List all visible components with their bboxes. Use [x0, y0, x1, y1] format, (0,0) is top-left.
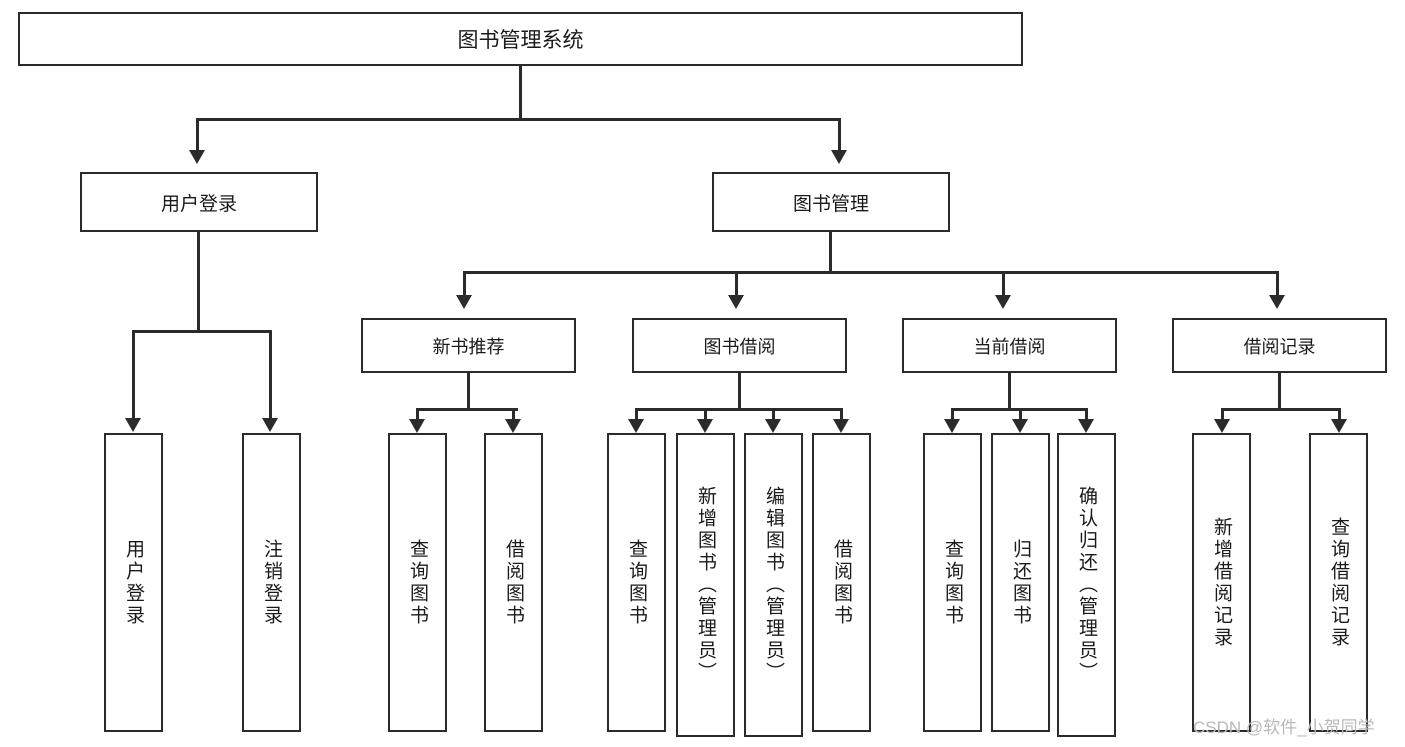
arrow-book-mgmt-child-4	[1269, 295, 1285, 309]
connector-book-borrow-drop-4	[840, 408, 843, 419]
leaf-label: 查询图书	[942, 538, 963, 627]
arrow-book-mgmt-child-2	[728, 295, 744, 309]
leaf-label: 借阅图书	[831, 538, 852, 627]
leaf-borrow-book[interactable]: 借阅图书	[812, 433, 871, 732]
connector-book-borrow-drop-1	[635, 408, 638, 419]
arrow-current-borrow-leaf-1	[944, 419, 960, 433]
connector-book-mgmt-drop-2	[735, 271, 738, 295]
node-label: 用户登录	[160, 193, 237, 215]
node-root-system[interactable]: 图书管理系统	[18, 12, 1023, 66]
connector-borrow-records-drop-1	[1221, 408, 1224, 419]
leaf-label: 编辑图书（管理员）	[763, 486, 784, 684]
leaf-label: 新增借阅记录	[1211, 516, 1232, 649]
arrow-root-to-user-login	[189, 150, 205, 164]
leaf-borrow-books-recommend[interactable]: 借阅图书	[484, 433, 543, 732]
leaf-label: 注销登录	[261, 538, 282, 627]
leaf-label: 借阅图书	[503, 538, 524, 627]
connector-current-borrow-trunk	[1008, 373, 1011, 411]
node-label: 图书借阅	[703, 336, 776, 357]
arrow-current-borrow-leaf-3	[1078, 419, 1094, 433]
connector-book-borrow-bus	[635, 408, 843, 411]
node-label: 当前借阅	[973, 336, 1046, 357]
leaf-return-book[interactable]: 归还图书	[991, 433, 1050, 732]
leaf-label: 查询图书	[407, 538, 428, 627]
leaf-label: 查询借阅记录	[1328, 516, 1349, 649]
connector-book-mgmt-drop-3	[1002, 271, 1005, 295]
arrow-user-login-leaf-1	[125, 418, 141, 432]
leaf-label: 确认归还（管理员）	[1076, 486, 1097, 684]
arrow-user-login-leaf-2	[262, 418, 278, 432]
arrow-book-borrow-leaf-3	[765, 419, 781, 433]
node-book-management[interactable]: 图书管理	[712, 172, 950, 232]
leaf-query-borrow-record[interactable]: 查询借阅记录	[1309, 433, 1368, 732]
connector-book-borrow-drop-3	[772, 408, 775, 419]
connector-new-book-trunk	[467, 373, 470, 411]
connector-user-login-bus	[132, 330, 271, 333]
connector-book-borrow-trunk	[738, 373, 741, 411]
connector-root-to-book-mgmt	[838, 118, 841, 150]
connector-user-login-drop-1	[132, 330, 135, 418]
leaf-label: 归还图书	[1010, 538, 1031, 627]
leaf-confirm-return-admin[interactable]: 确认归还（管理员）	[1057, 433, 1116, 737]
node-current-borrow[interactable]: 当前借阅	[902, 318, 1117, 373]
connector-current-borrow-drop-1	[951, 408, 954, 419]
arrow-borrow-records-leaf-2	[1331, 419, 1347, 433]
node-label: 新书推荐	[432, 336, 505, 357]
connector-book-mgmt-drop-1	[463, 271, 466, 295]
node-user-login[interactable]: 用户登录	[80, 172, 318, 232]
node-book-borrow[interactable]: 图书借阅	[632, 318, 847, 373]
connector-root-trunk	[519, 66, 522, 119]
connector-user-login-drop-2	[269, 330, 272, 418]
node-borrow-records[interactable]: 借阅记录	[1172, 318, 1387, 373]
arrow-new-book-leaf-2	[505, 419, 521, 433]
connector-book-borrow-drop-2	[704, 408, 707, 419]
leaf-label: 查询图书	[626, 538, 647, 627]
arrow-borrow-records-leaf-1	[1214, 419, 1230, 433]
connector-current-borrow-drop-3	[1085, 408, 1088, 419]
arrow-book-mgmt-child-1	[456, 295, 472, 309]
arrow-book-borrow-leaf-1	[628, 419, 644, 433]
node-label: 图书管理	[792, 193, 869, 215]
connector-borrow-records-drop-2	[1338, 408, 1341, 419]
connector-new-book-drop-1	[416, 408, 419, 419]
arrow-root-to-book-mgmt	[831, 150, 847, 164]
connector-book-mgmt-trunk	[829, 232, 832, 274]
arrow-new-book-leaf-1	[409, 419, 425, 433]
leaf-label: 新增图书（管理员）	[695, 486, 716, 684]
leaf-query-books-recommend[interactable]: 查询图书	[388, 433, 447, 732]
leaf-edit-book-admin[interactable]: 编辑图书（管理员）	[744, 433, 803, 737]
connector-new-book-drop-2	[512, 408, 515, 419]
connector-borrow-records-trunk	[1278, 373, 1281, 411]
leaf-query-books-current[interactable]: 查询图书	[923, 433, 982, 732]
connector-borrow-records-bus	[1221, 408, 1340, 411]
leaf-add-book-admin[interactable]: 新增图书（管理员）	[676, 433, 735, 737]
connector-root-bus	[196, 118, 841, 121]
connector-new-book-bus	[416, 408, 518, 411]
arrow-book-borrow-leaf-2	[697, 419, 713, 433]
node-new-book-recommend[interactable]: 新书推荐	[361, 318, 576, 373]
leaf-user-login[interactable]: 用户登录	[104, 433, 163, 732]
node-label: 图书管理系统	[457, 29, 584, 52]
node-label: 借阅记录	[1243, 336, 1316, 357]
arrow-current-borrow-leaf-2	[1012, 419, 1028, 433]
leaf-logout[interactable]: 注销登录	[242, 433, 301, 732]
leaf-label: 用户登录	[123, 538, 144, 627]
connector-user-login-trunk	[197, 232, 200, 332]
arrow-book-borrow-leaf-4	[833, 419, 849, 433]
connector-current-borrow-bus	[951, 408, 1085, 411]
arrow-book-mgmt-child-3	[995, 295, 1011, 309]
connector-book-mgmt-bus	[463, 271, 1278, 274]
leaf-query-books-borrow[interactable]: 查询图书	[607, 433, 666, 732]
connector-current-borrow-drop-2	[1019, 408, 1022, 419]
leaf-add-borrow-record[interactable]: 新增借阅记录	[1192, 433, 1251, 732]
connector-book-mgmt-drop-4	[1276, 271, 1279, 295]
connector-root-to-user-login	[196, 118, 199, 150]
